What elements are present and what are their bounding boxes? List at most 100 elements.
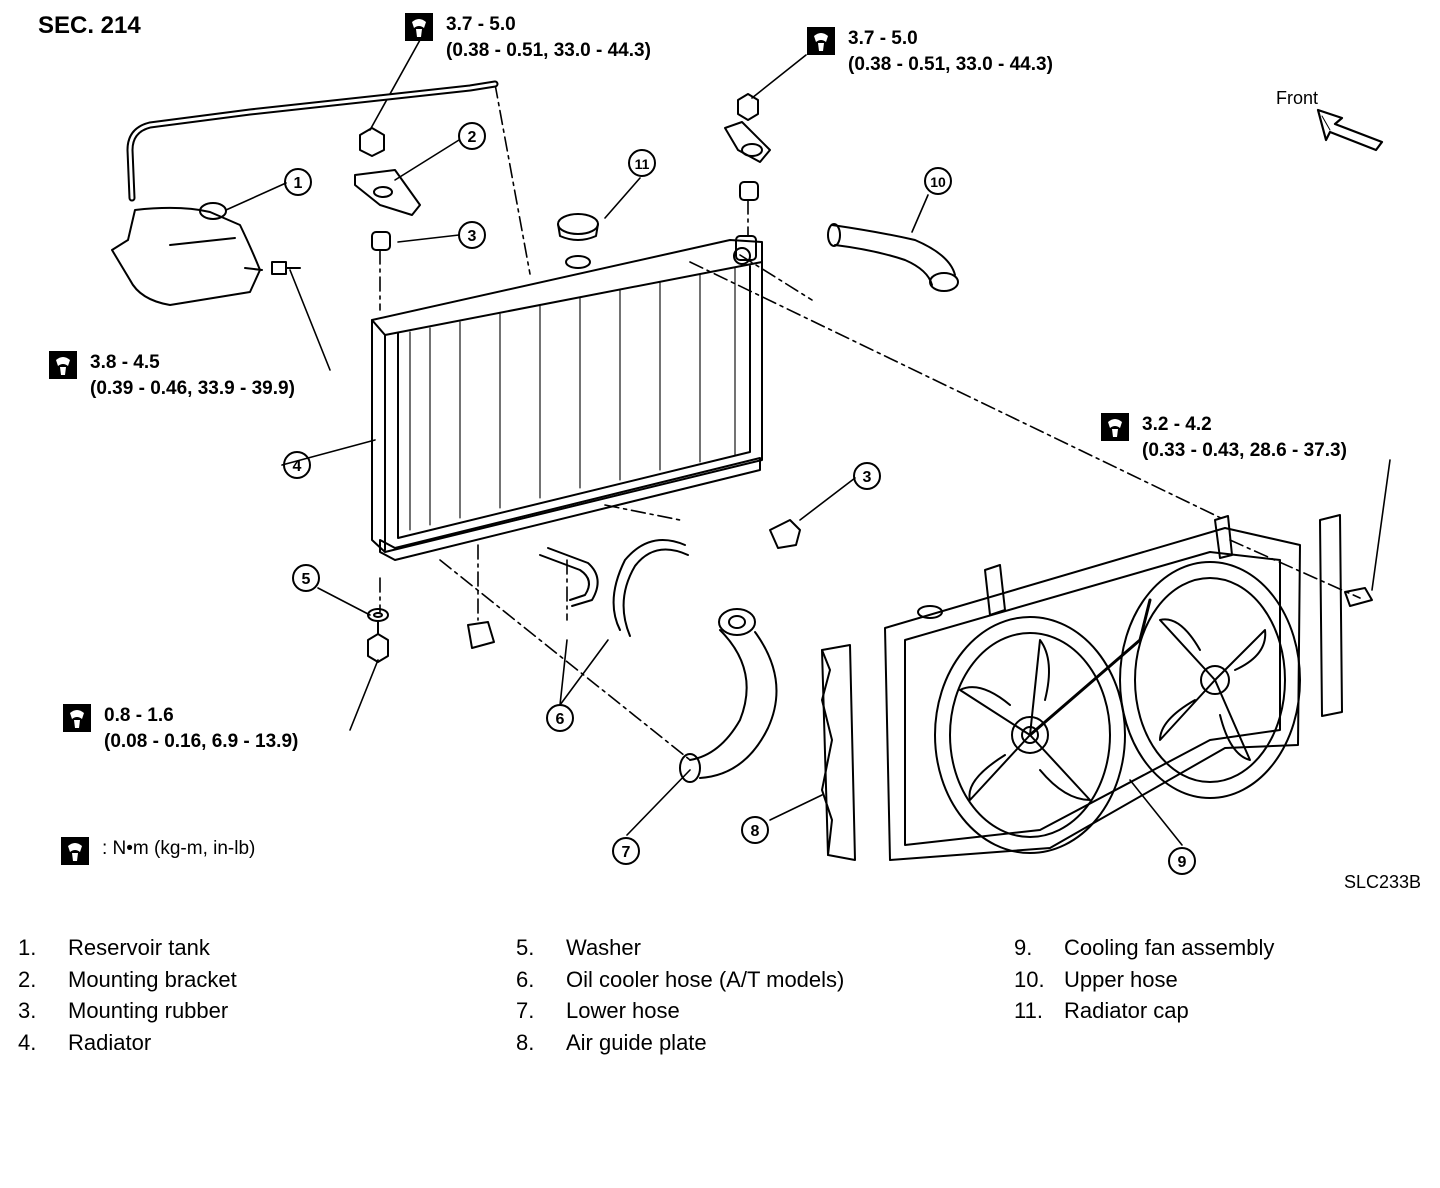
callout-11	[628, 149, 656, 177]
torque-nm: 0.8 - 1.6	[104, 705, 174, 726]
callout-4	[283, 451, 311, 479]
part-number: 7.	[516, 998, 535, 1023]
figure-code: SLC233B	[1344, 872, 1422, 892]
parts-list-column-3: 9. Cooling fan assembly 10. Upper hose 1…	[1014, 935, 1414, 1030]
part-name: Air guide plate	[566, 1029, 707, 1055]
callout-label: 2	[468, 129, 477, 146]
list-item: 7. Lower hose	[516, 998, 976, 1030]
torque-alt-units: (0.39 - 0.46, 33.9 - 39.9)	[90, 378, 295, 399]
lower-hose	[679, 608, 778, 783]
front-direction-label: Front	[1276, 88, 1319, 108]
callout-5	[292, 564, 320, 592]
torque-nm: 3.7 - 5.0	[848, 28, 918, 49]
reservoir-tank	[111, 80, 499, 306]
callout-label: 9	[1178, 854, 1187, 871]
torque-wrench-icon	[1101, 413, 1129, 441]
callout-label: 11	[635, 156, 650, 172]
part-number: 1.	[18, 935, 37, 960]
alignment-lines	[379, 83, 1361, 761]
callout-leaders	[225, 39, 1391, 846]
radiator	[371, 235, 763, 561]
torque-alt-units: (0.38 - 0.51, 33.0 - 44.3)	[446, 40, 651, 61]
callout-label: 10	[930, 174, 946, 190]
torque-wrench-icon	[807, 27, 835, 55]
callout-2	[458, 122, 486, 150]
callout-label: 6	[556, 711, 565, 728]
torque-unit-text: : N•m (kg-m, in-lb)	[102, 838, 256, 859]
callout-1	[284, 168, 312, 196]
part-number: 5.	[516, 935, 535, 960]
torque-wrench-icon	[63, 704, 91, 732]
part-name: Radiator	[68, 1029, 152, 1055]
part-number: 2.	[18, 966, 37, 992]
part-number: 6.	[516, 966, 535, 992]
radiator-cap	[557, 213, 599, 241]
bracket-top-center	[354, 127, 421, 251]
washer-and-bolt	[367, 608, 495, 663]
part-name: Lower hose	[566, 998, 680, 1023]
part-name: Washer	[566, 935, 641, 960]
part-name: Oil cooler hose (A/T models)	[566, 966, 845, 992]
list-item: 3. Mounting rubber	[18, 998, 458, 1030]
oil-cooler-hoses	[539, 539, 689, 637]
callout-label: 3	[468, 228, 477, 245]
part-number: 11.	[1014, 998, 1043, 1023]
part-number: 8.	[516, 1029, 535, 1055]
callout-label: 4	[293, 458, 302, 475]
mounting-rubber-right	[769, 519, 801, 549]
parts-list-column-1: 1. Reservoir tank 2. Mounting bracket 3.…	[18, 935, 458, 1061]
list-item: 2. Mounting bracket	[18, 967, 458, 999]
upper-hose	[827, 223, 959, 292]
part-name: Radiator cap	[1064, 998, 1189, 1023]
part-number: 3.	[18, 998, 37, 1023]
diagram-drawing: 1 2 3 3 4 5 6 7 8 9 10 11	[111, 39, 1391, 875]
list-item: 5. Washer	[516, 935, 976, 967]
cooling-fan-assembly	[884, 515, 1373, 861]
torque-alt-units: (0.08 - 0.16, 6.9 - 13.9)	[104, 731, 299, 752]
callout-3b	[853, 462, 881, 490]
callout-labels: 1 2 3 3 4 5 6 7 8 9 10 11	[293, 129, 1187, 871]
part-name: Mounting bracket	[68, 966, 237, 992]
bracket-top-right	[724, 93, 771, 201]
callout-circles	[283, 122, 1196, 875]
callout-9	[1168, 847, 1196, 875]
torque-wrench-icon	[405, 13, 433, 41]
part-name: Upper hose	[1064, 966, 1178, 992]
torque-nm: 3.2 - 4.2	[1142, 414, 1212, 435]
front-arrow-icon	[1316, 108, 1384, 152]
list-item: 9. Cooling fan assembly	[1014, 935, 1414, 967]
part-name: Cooling fan assembly	[1064, 935, 1275, 960]
callout-label: 1	[294, 175, 303, 192]
torque-nm: 3.7 - 5.0	[446, 14, 516, 35]
callout-8	[741, 816, 769, 844]
part-number: 9.	[1014, 935, 1033, 960]
list-item: 8. Air guide plate	[516, 1030, 976, 1062]
torque-alt-units: (0.33 - 0.43, 28.6 - 37.3)	[1142, 440, 1347, 461]
section-title: SEC. 214	[38, 12, 141, 39]
callout-10	[924, 167, 952, 195]
part-name: Reservoir tank	[68, 935, 210, 960]
callout-7	[612, 837, 640, 865]
part-name: Mounting rubber	[68, 998, 229, 1023]
torque-wrench-icon	[61, 837, 89, 865]
air-guide-plate-right	[1319, 514, 1343, 717]
air-guide-plate	[821, 644, 856, 861]
list-item: 4. Radiator	[18, 1030, 458, 1062]
list-item: 6. Oil cooler hose (A/T models)	[516, 967, 976, 999]
part-number: 4.	[18, 1029, 37, 1055]
list-item: 10. Upper hose	[1014, 967, 1414, 999]
callout-label: 5	[302, 571, 311, 588]
list-item: 1. Reservoir tank	[18, 935, 458, 967]
list-item: 11. Radiator cap	[1014, 998, 1414, 1030]
callout-label: 8	[751, 823, 760, 840]
callout-label: 3	[863, 469, 872, 486]
parts-list-column-2: 5. Washer 6. Oil cooler hose (A/T models…	[516, 935, 976, 1061]
torque-wrench-icon	[49, 351, 77, 379]
callout-3a	[458, 221, 486, 249]
torque-nm: 3.8 - 4.5	[90, 352, 160, 373]
callout-label: 7	[622, 844, 631, 861]
torque-alt-units: (0.38 - 0.51, 33.0 - 44.3)	[848, 54, 1053, 75]
part-number: 10.	[1014, 966, 1045, 992]
callout-6	[546, 704, 574, 732]
